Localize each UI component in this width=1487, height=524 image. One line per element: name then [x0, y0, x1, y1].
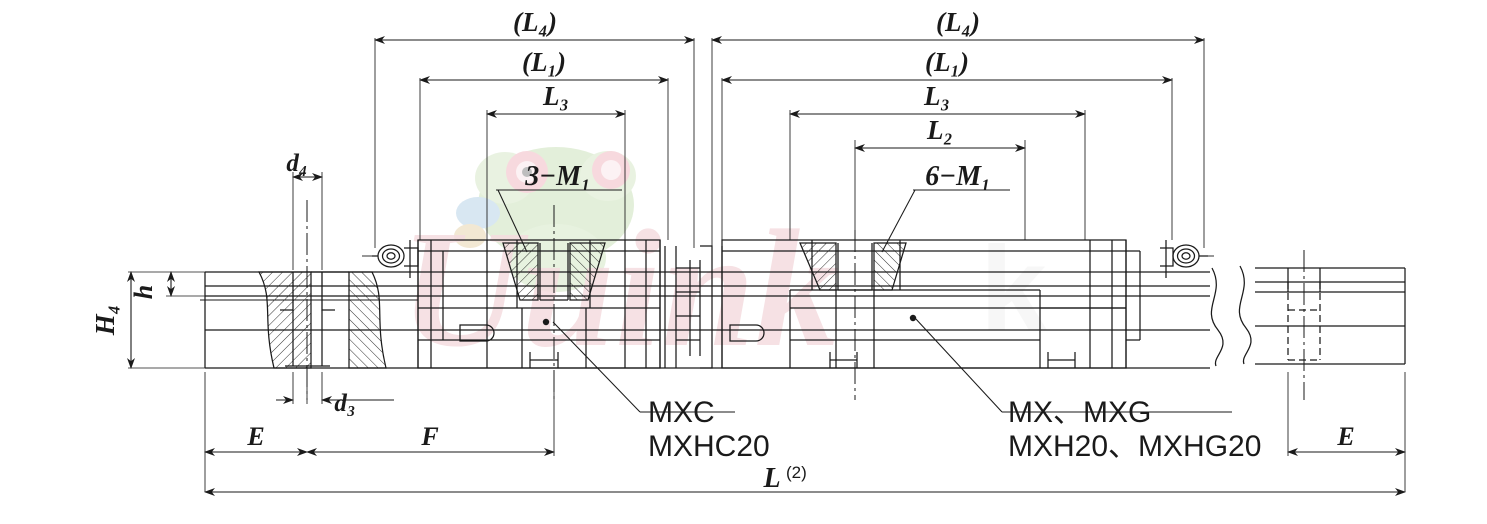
label-L-total-group: L (2) [762, 463, 806, 494]
callout-labels: 3−M₁ 6−M₁ [524, 161, 991, 192]
label-L1-right: (L₁) [925, 47, 969, 77]
leader-6M1 [881, 189, 916, 253]
callout-leaders [496, 189, 1232, 413]
label-L2-right: L₂ [926, 115, 953, 145]
label-L1-left: (L₁) [522, 47, 566, 77]
dot-MX [909, 314, 917, 322]
label-H4: H₄ [90, 305, 120, 336]
part-labels: MXC MXHC20 MX、MXG MXH20、MXHG20 [648, 396, 1261, 463]
label-F: F [420, 422, 438, 451]
frog-watermark [454, 147, 636, 292]
part-label-MX-line2: MXH20、MXHG20 [1008, 430, 1261, 463]
label-L-total: L [762, 463, 780, 494]
svg-text:Uuink: Uuink [400, 196, 839, 382]
label-E-left: E [246, 422, 264, 451]
carriage-block-left [372, 239, 661, 369]
label-d4: d₄ [286, 150, 307, 177]
callout-dots [542, 314, 917, 326]
label-L3-right: L₃ [923, 81, 950, 111]
svg-text:k: k [980, 222, 1047, 356]
label-L4-left: (L₄) [513, 7, 557, 37]
label-d3: d₃ [334, 390, 355, 417]
rail-hole-outline-right [1287, 268, 1321, 292]
rail-mounting-hole-left [257, 271, 387, 369]
dimension-lines [127, 36, 1406, 496]
secondary-watermark: k [980, 222, 1047, 356]
leader-MXC [552, 321, 641, 413]
label-L3-left: L₃ [542, 81, 569, 111]
leader-MX [914, 317, 1003, 413]
label-h: h [129, 285, 158, 299]
bottom-tick-marks [529, 352, 1076, 368]
part-label-MXC-line2: MXHC20 [648, 430, 770, 463]
dot-MXC [542, 318, 550, 326]
leader-3M1 [497, 189, 528, 253]
brand-watermark: Uuink [400, 196, 839, 382]
part-label-MX-line1: MX、MXG [1008, 396, 1151, 429]
callout-6M1: 6−M₁ [925, 161, 991, 192]
label-E-right: E [1336, 422, 1354, 451]
label-L4-right: (L₄) [936, 7, 980, 37]
dimension-labels: (L₄) (L₁) L₃ (L₄) (L₁) L₃ L₂ d₄ d₃ H₄ h … [90, 7, 1355, 494]
watermark: Uuink k [400, 147, 1047, 382]
callout-3M1: 3−M₁ [524, 161, 591, 192]
label-L-total-superscript: (2) [786, 463, 807, 482]
axis-lines [200, 255, 1214, 301]
part-label-MXC-line1: MXC [648, 396, 715, 429]
extension-lines [128, 38, 1406, 492]
carriage-block-right [721, 239, 1208, 369]
